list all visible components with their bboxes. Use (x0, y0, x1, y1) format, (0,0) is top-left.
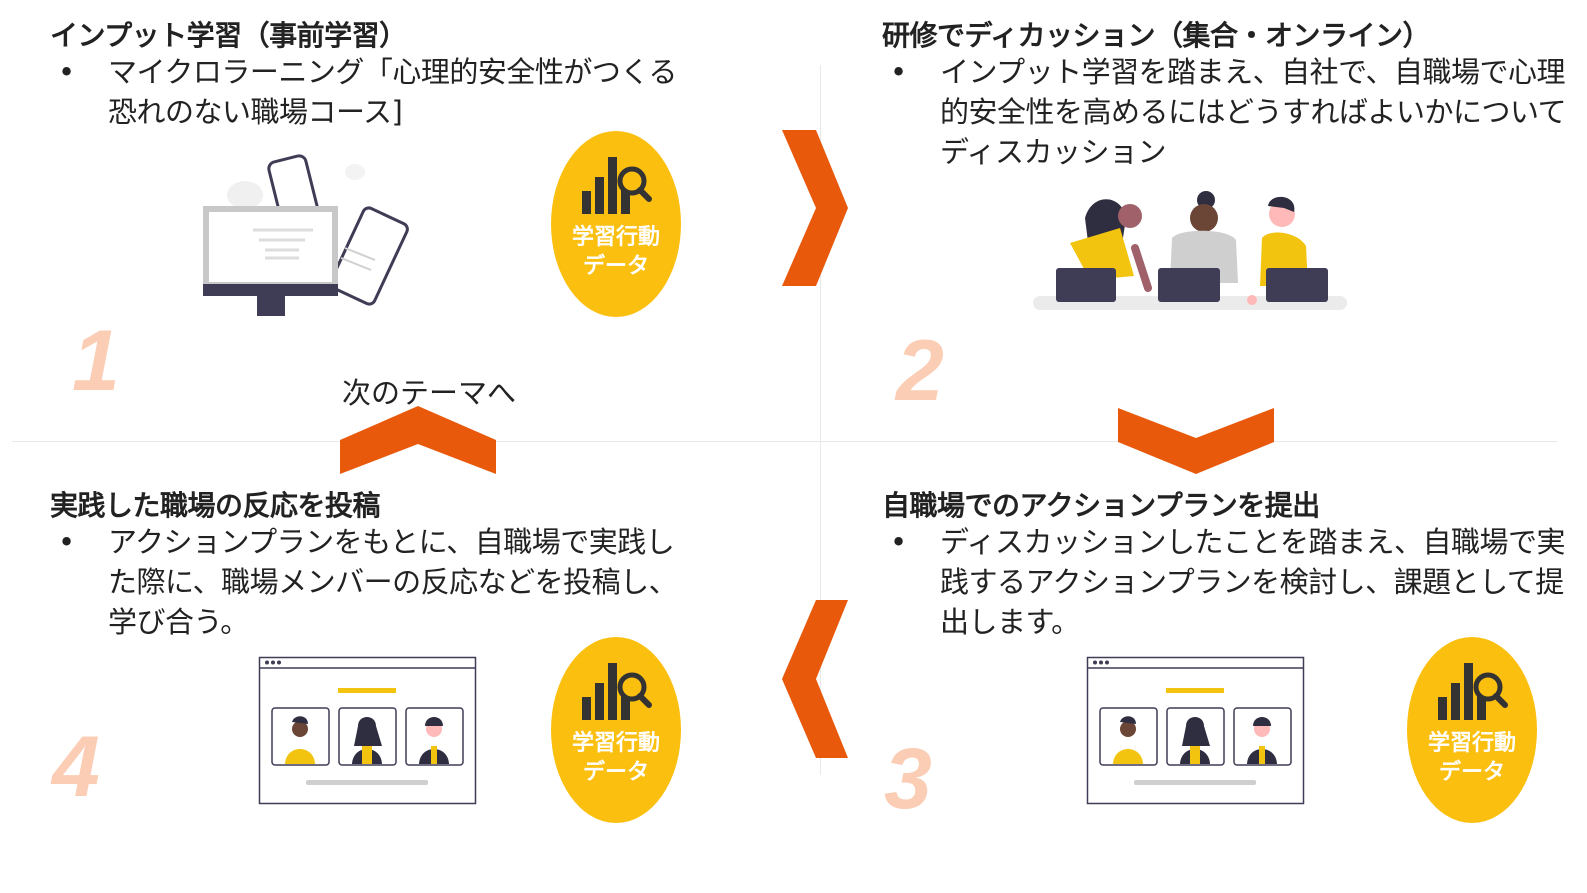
step-3-title: 自職場でのアクションプランを提出 (882, 489, 1320, 522)
learning-data-badge: 学習行動データ (551, 637, 681, 823)
online-meeting-illustration (258, 656, 477, 805)
bullet: • (890, 55, 907, 89)
step-4-line-1: アクションプランをもとに、自職場で実践し (108, 525, 675, 559)
step-3-line-2: 践するアクションプランを検討し、課題として提 (940, 565, 1564, 599)
horizontal-divider (12, 441, 1557, 442)
step-1-line-2: 恐れのない職場コース] (108, 95, 403, 129)
step-2-line-1: インプット学習を踏まえ、自社で、自職場で心理 (940, 55, 1565, 89)
online-meeting-illustration (1086, 656, 1305, 805)
step-number-2: 2 (896, 323, 944, 419)
step-number-1: 1 (72, 313, 120, 409)
badge-line-1: 学習行動 (1427, 731, 1516, 756)
devices-illustration (203, 154, 409, 316)
step-3-description: • ディスカッションしたことを踏まえ、自職場で実 践するアクションプランを検討し、… (882, 522, 1572, 642)
badge-line-2: データ (582, 760, 649, 785)
badge-line-2: データ (582, 254, 649, 279)
badge-line-1: 学習行動 (571, 731, 660, 756)
bar-chart-search-icon (582, 157, 652, 214)
arrow-right-icon (782, 130, 848, 286)
step-4-line-3: 学び合う。 (108, 605, 249, 639)
arrow-down-icon (1118, 408, 1274, 474)
bullet: • (58, 55, 75, 89)
arrow-left-icon (782, 600, 848, 758)
arrow-up-icon (340, 406, 496, 474)
badge-line-2: データ (1438, 760, 1505, 785)
step-2-title: 研修でディカッション（集合・オンライン） (882, 19, 1431, 52)
bullet: • (890, 525, 907, 559)
step-2-description: • インプット学習を踏まえ、自社で、自職場で心理 的安全性を高めるにはどうすればよ… (882, 52, 1572, 172)
step-4-line-2: た際に、職場メンバーの反応などを投稿し、 (108, 565, 678, 599)
learning-data-badge: 学習行動データ (1407, 637, 1537, 823)
team-discussion-illustration (1033, 191, 1347, 310)
next-theme-label: 次のテーマへ (342, 376, 517, 410)
step-4-description: • アクションプランをもとに、自職場で実践し た際に、職場メンバーの反応などを投稿… (50, 522, 700, 642)
step-1-line-1: マイクロラーニング「心理的安全性がつくる (108, 55, 677, 89)
vertical-divider (820, 65, 821, 775)
badge-line-1: 学習行動 (571, 225, 660, 250)
bullet: • (58, 525, 75, 559)
step-1-title: インプット学習（事前学習） (50, 19, 407, 52)
bar-chart-search-icon (1438, 663, 1508, 720)
step-1-description: • マイクロラーニング「心理的安全性がつくる 恐れのない職場コース] (50, 52, 700, 132)
step-3-line-1: ディスカッションしたことを踏まえ、自職場で実 (940, 525, 1565, 559)
step-number-4: 4 (52, 719, 100, 815)
step-2-line-2: 的安全性を高めるにはどうすればよいかについて (940, 95, 1567, 129)
step-3-line-3: 出します。 (940, 605, 1080, 639)
bar-chart-search-icon (582, 663, 652, 720)
learning-data-badge: 学習行動データ (551, 131, 681, 317)
step-2-line-3: ディスカッション (940, 135, 1166, 169)
step-4-title: 実践した職場の反応を投稿 (50, 489, 381, 522)
step-number-3: 3 (884, 731, 932, 827)
